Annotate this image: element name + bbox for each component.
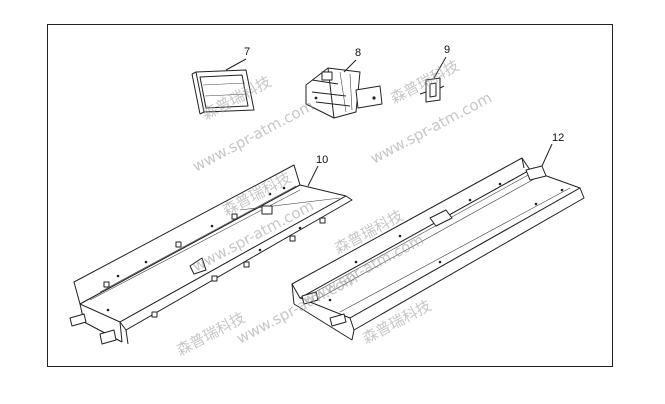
part-10-left-rail — [69, 164, 353, 345]
label-part-9: 9 — [444, 44, 450, 56]
label-part-8: 8 — [355, 47, 361, 59]
part-9-clip — [419, 77, 445, 103]
part-7-leader — [225, 58, 247, 71]
watermark-brand: 森普瑞科技 — [387, 56, 462, 107]
part-9-leader — [433, 56, 447, 79]
label-part-12: 12 — [552, 132, 564, 144]
part-12-right-rail — [291, 157, 585, 341]
part-8-leader — [343, 59, 357, 73]
part-12-leader — [541, 143, 553, 167]
part-8-bracket — [305, 67, 383, 119]
label-part-10: 10 — [316, 154, 328, 166]
part-7-bezel — [191, 69, 255, 115]
label-part-7: 7 — [244, 46, 250, 58]
part-10-leader — [307, 165, 319, 187]
